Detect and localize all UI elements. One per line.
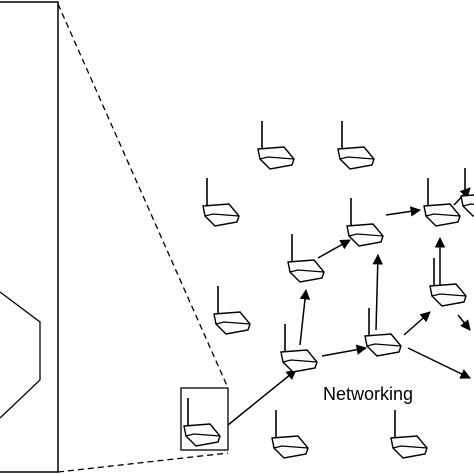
link-arrow — [385, 206, 422, 217]
sensor-node-icon — [257, 121, 295, 170]
sensor-node-icon — [183, 398, 221, 447]
link-arrows — [227, 187, 471, 426]
sensor-node-icon — [337, 121, 375, 170]
sensor-node-icon — [287, 234, 325, 283]
link-arrow — [321, 344, 368, 357]
link-arrow — [317, 239, 351, 259]
link-arrow — [457, 314, 471, 331]
link-arrow — [407, 347, 471, 379]
sensor-node-icon — [390, 410, 428, 459]
zoom-guide-line-top — [57, 3, 229, 389]
sensor-node-icon — [213, 286, 251, 335]
focus-node-box — [180, 387, 229, 451]
sensor-node-icon — [346, 198, 384, 247]
zoom-panel-frame — [0, 1, 59, 473]
sensor-node-icon — [429, 258, 467, 307]
sensor-node-icon — [364, 308, 402, 357]
sensor-node-icon — [202, 178, 240, 227]
sensor-node-icon — [460, 168, 474, 217]
networking-label: Networking — [323, 384, 413, 404]
sensor-node-icon — [423, 178, 461, 227]
link-arrow — [227, 369, 297, 426]
sensor-node-icon — [271, 410, 309, 459]
zoomed-node-outline — [0, 291, 41, 419]
link-arrow — [299, 288, 311, 346]
link-arrow — [372, 253, 383, 331]
sensor-nodes — [183, 121, 474, 459]
link-arrow — [403, 311, 431, 336]
sensor-node-icon — [280, 324, 318, 373]
zoom-guide-line-bottom — [57, 452, 229, 473]
